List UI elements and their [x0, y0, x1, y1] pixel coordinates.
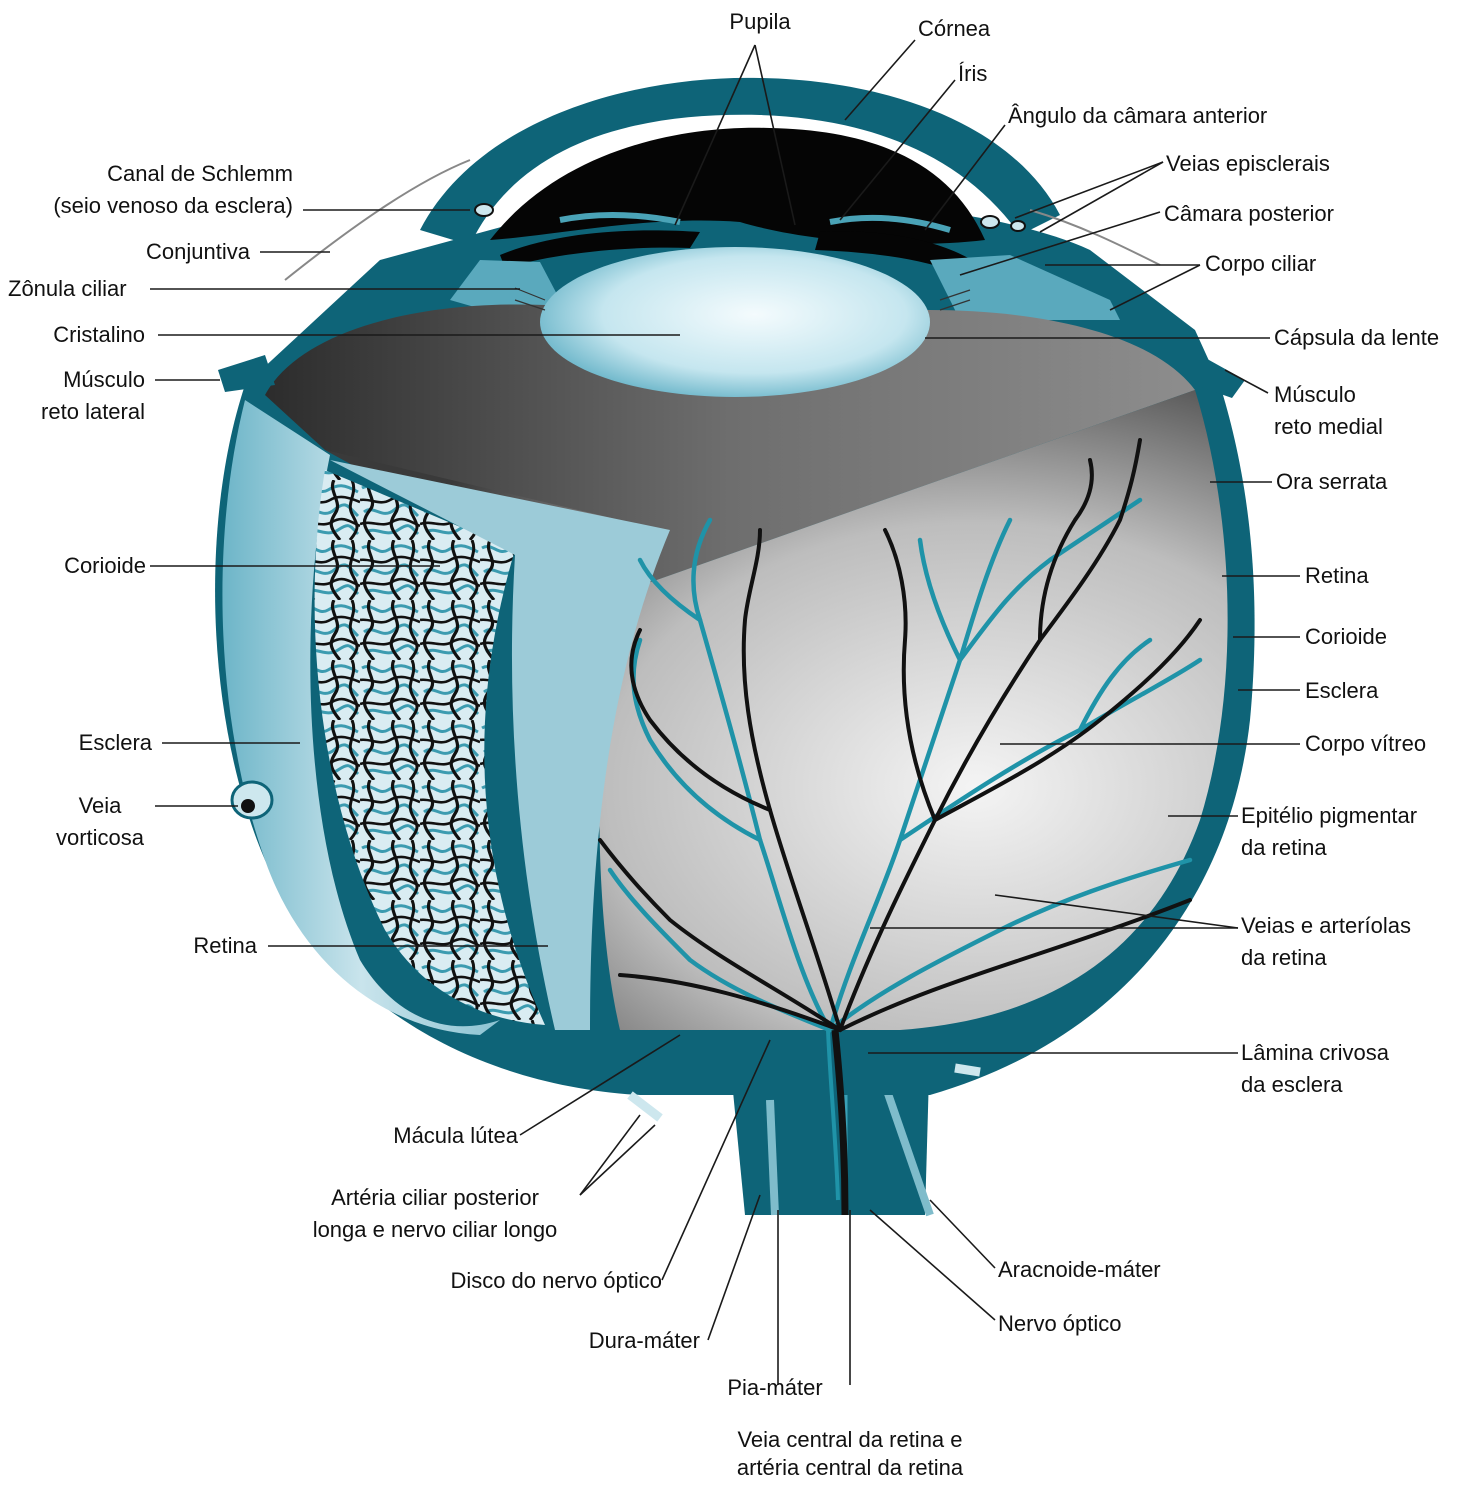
label-arteria-ciliar-2: longa e nervo ciliar longo [280, 1214, 590, 1246]
label-retina-right: Retina [1305, 560, 1369, 592]
label-camara-posterior: Câmara posterior [1164, 198, 1334, 230]
label-veia-vorticosa-2: vorticosa [30, 822, 170, 854]
label-esclera-left: Esclera [20, 727, 152, 759]
label-musculo-reto-lateral-2: reto lateral [10, 396, 145, 428]
label-pia-mater: Pia-máter [700, 1372, 850, 1404]
label-zonula: Zônula ciliar [8, 273, 127, 305]
label-retina-left: Retina [100, 930, 257, 962]
vortex-vein [232, 782, 272, 818]
lens [540, 247, 930, 397]
label-musculo-reto-medial-2: reto medial [1274, 411, 1383, 443]
label-macula: Mácula lútea [318, 1120, 518, 1152]
label-canal-schlemm-1: Canal de Schlemm [20, 158, 293, 190]
label-musculo-reto-medial-1: Músculo [1274, 379, 1356, 411]
label-veia-central-2: artéria central da retina [700, 1452, 1000, 1484]
label-corpo-vitreo: Corpo vítreo [1305, 728, 1426, 760]
label-disco-nervo: Disco do nervo óptico [360, 1265, 662, 1297]
label-cristalino: Cristalino [10, 319, 145, 351]
label-musculo-reto-lateral-1: Músculo [10, 364, 145, 396]
label-dura-mater: Dura-máter [500, 1325, 700, 1357]
label-arteria-ciliar-1: Artéria ciliar posterior [280, 1182, 590, 1214]
label-conjuntiva: Conjuntiva [60, 236, 250, 268]
label-aracnoide: Aracnoide-máter [998, 1254, 1161, 1286]
label-corioide-left: Corioide [10, 550, 146, 582]
label-nervo-optico: Nervo óptico [998, 1308, 1122, 1340]
label-canal-schlemm-2: (seio venoso da esclera) [20, 190, 293, 222]
label-capsula-lente: Cápsula da lente [1274, 322, 1439, 354]
label-veias-arteriolas-1: Veias e arteríolas [1241, 910, 1411, 942]
label-lamina-crivosa-2: da esclera [1241, 1069, 1343, 1101]
label-veias-arteriolas-2: da retina [1241, 942, 1327, 974]
label-pupila: Pupila [700, 6, 820, 38]
label-esclera-right: Esclera [1305, 675, 1378, 707]
label-epitelio-1: Epitélio pigmentar [1241, 800, 1417, 832]
label-veias-episclerais: Veias episclerais [1166, 148, 1330, 180]
label-epitelio-2: da retina [1241, 832, 1327, 864]
label-corioide-right: Corioide [1305, 621, 1387, 653]
label-cornea: Córnea [918, 13, 990, 45]
label-corpo-ciliar: Corpo ciliar [1205, 248, 1316, 280]
label-angulo: Ângulo da câmara anterior [1008, 100, 1267, 132]
label-lamina-crivosa-1: Lâmina crivosa [1241, 1037, 1389, 1069]
label-iris: Íris [958, 58, 987, 90]
label-veia-vorticosa-1: Veia [40, 790, 160, 822]
label-ora-serrata: Ora serrata [1276, 466, 1387, 498]
